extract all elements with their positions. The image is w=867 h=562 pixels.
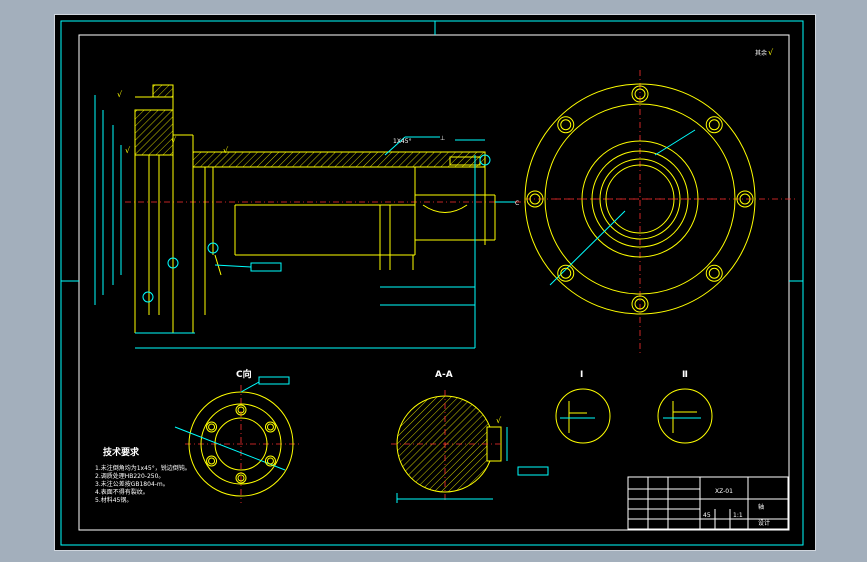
flange-bolt-hole-inner (560, 119, 572, 131)
roughness-symbol-icon: √ (496, 416, 502, 425)
flange-bolt-hole-inner (560, 267, 572, 279)
section-arrow-icon: ⊥ (440, 135, 445, 142)
section-c-bolt-hole (235, 404, 247, 416)
drawing-number: XZ-01 (715, 488, 733, 495)
tech-req-line: 4.表面不得有裂纹。 (95, 488, 149, 496)
flange-bolt-hole (631, 85, 649, 103)
section-c-bolt-hole (264, 421, 276, 433)
section-c-bolt-hole-inner (208, 423, 216, 431)
main-view-dimensions: 1X45° C √ √ √ √ ⊥ (94, 90, 519, 349)
section-c-bolt-hole (206, 421, 218, 433)
flange-bolt-hole (705, 264, 723, 282)
flange-bolt-hole (736, 190, 754, 208)
section-c-bolt-hole-inner (208, 457, 216, 465)
tech-req-line: 1.未注倒角均为1x45°，锐边倒钝。 (95, 464, 191, 472)
flange-bolt-hole-inner (708, 119, 720, 131)
flange-bolt-hole (526, 190, 544, 208)
tech-req-line: 2.调质处理HB220-250。 (95, 472, 164, 480)
flange-bolt-hole-inner (708, 267, 720, 279)
part-name: 轴 (758, 503, 764, 511)
shaft-main-view (125, 84, 525, 333)
flange-bolt-hole-inner (634, 88, 646, 100)
roughness-symbol-icon: √ (125, 146, 131, 155)
tech-requirements: 技术要求 1.未注倒角均为1x45°，锐边倒钝。 2.调质处理HB220-250… (95, 446, 191, 504)
roughness-symbol-icon: √ (171, 136, 177, 145)
material: 45 (703, 512, 711, 519)
roughness-symbol-icon: √ (223, 146, 229, 155)
section-c-title: C向 (236, 368, 252, 380)
section-a-a: A-A √ (391, 370, 549, 503)
section-c-bolt-hole (264, 455, 276, 467)
roughness-symbol-icon: √ (768, 48, 774, 57)
section-c-bolt-hole-inner (266, 457, 274, 465)
section-c-bolt-hole (206, 455, 218, 467)
company: 设计 (758, 519, 770, 527)
flange-bolt-hole (705, 116, 723, 134)
engineering-drawing: 1X45° C √ √ √ √ ⊥ C向 A-A (60, 20, 804, 546)
flange-bolt-hole-inner (739, 193, 751, 205)
tech-req-line: 3.未注公差按GB1804-m。 (95, 480, 169, 488)
detail-1-title: Ⅰ (580, 370, 583, 380)
section-c-bolt-hole (235, 472, 247, 484)
inner-frame (78, 34, 790, 531)
roughness-symbol-icon: √ (117, 90, 123, 99)
section-c-view: C向 (174, 368, 300, 503)
flange-bolt-hole-inner (529, 193, 541, 205)
detail-2-title: Ⅱ (682, 370, 688, 380)
cad-viewport[interactable]: 1X45° C √ √ √ √ ⊥ C向 A-A (54, 14, 816, 551)
section-c-bolt-hole-inner (266, 423, 274, 431)
title-block: XZ-01 轴 45 1:1 设计 (627, 476, 789, 530)
outer-frame (60, 20, 804, 546)
flange-end-view (524, 70, 795, 353)
flange-bolt-hole (557, 116, 575, 134)
roughness-corner-note: 其余 (755, 49, 767, 57)
flange-bolt-hole (557, 264, 575, 282)
flange-bolt-hole-inner (634, 298, 646, 310)
chamfer-label: 1X45° (393, 138, 412, 145)
detail-views: Ⅰ Ⅱ (555, 370, 713, 444)
view-c-arrow-label: C (515, 200, 519, 207)
tech-req-line: 5.材料45钢。 (95, 496, 132, 504)
section-a-a-title: A-A (435, 370, 453, 380)
flange-bolt-hole (631, 295, 649, 313)
section-c-bolt-hole-inner (237, 474, 245, 482)
scale: 1:1 (733, 512, 743, 519)
section-c-bolt-hole-inner (237, 406, 245, 414)
tech-req-title: 技术要求 (103, 446, 140, 458)
